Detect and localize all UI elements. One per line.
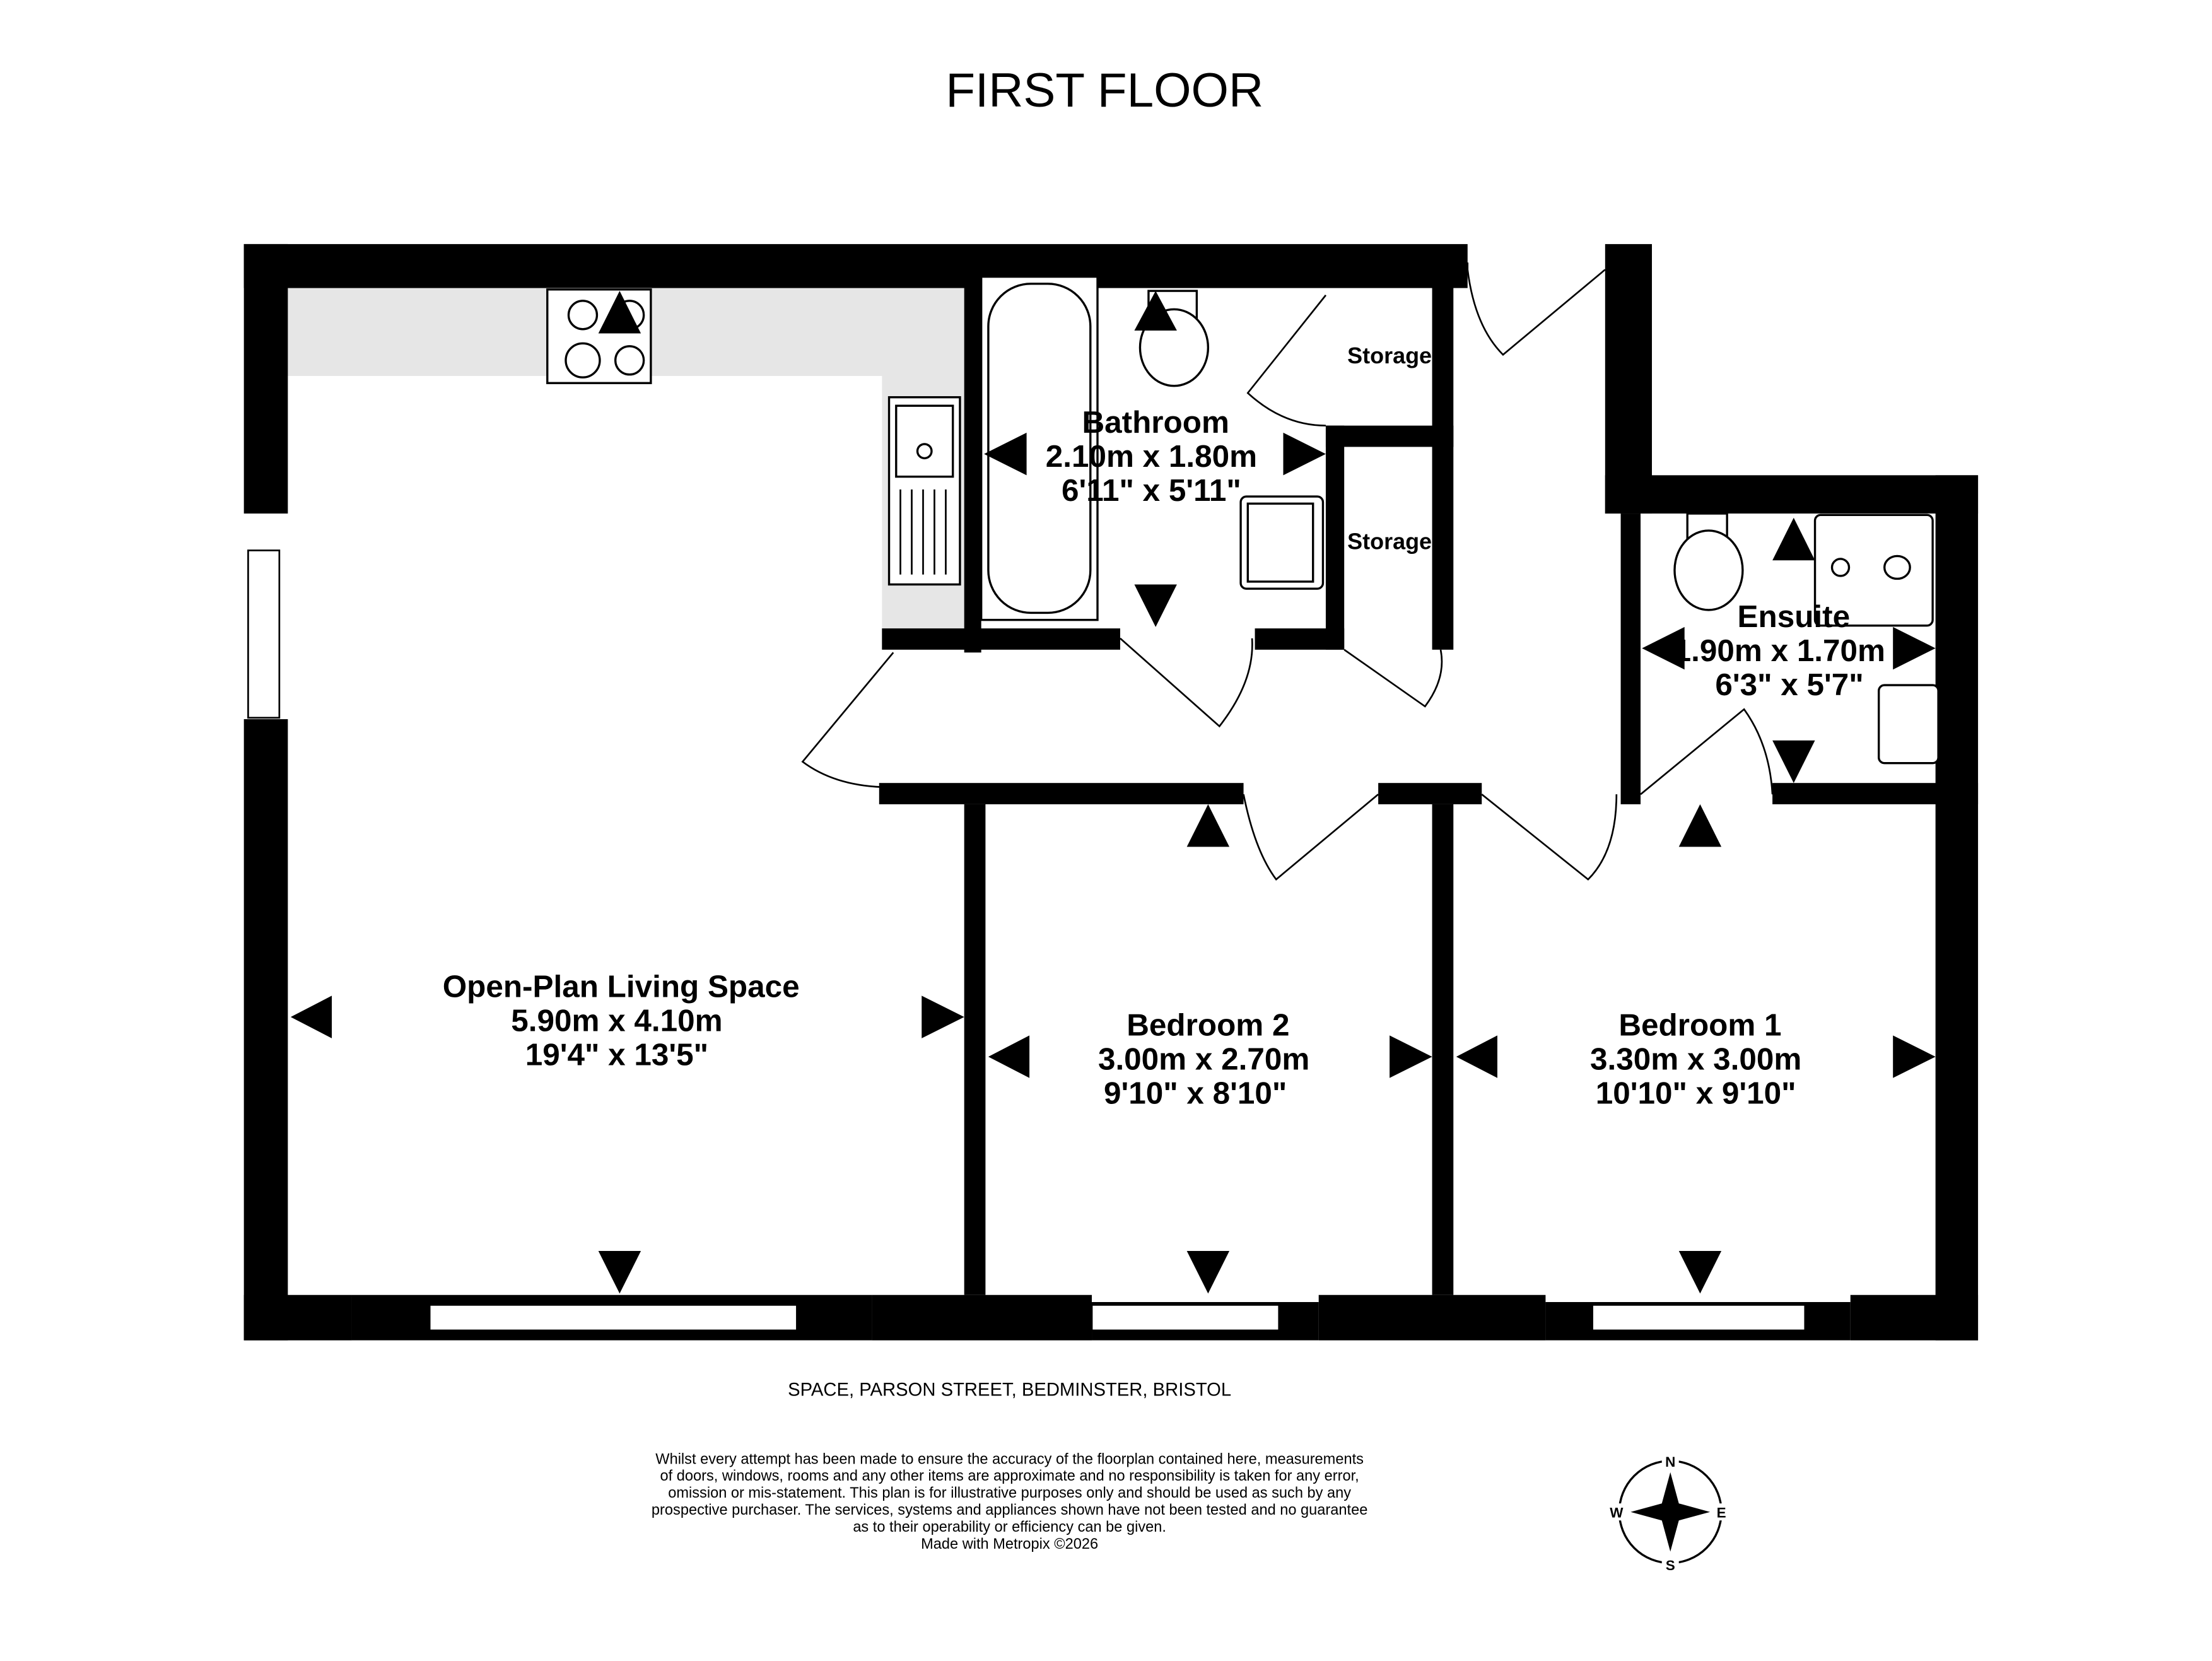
room-bedroom1: Bedroom 1 3.30m x 3.00m 10'10" x 9'10": [1590, 1007, 1801, 1110]
svg-text:Bedroom 1: Bedroom 1: [1618, 1007, 1781, 1042]
svg-text:as to their operability or eff: as to their operability or efficiency ca…: [853, 1519, 1166, 1535]
room-storage-1: Storage: [1347, 343, 1432, 368]
basin-icon: [1239, 495, 1325, 590]
compass-icon: N S W E: [1608, 1452, 1730, 1573]
kitchen-sink-icon: [887, 396, 961, 586]
svg-text:S: S: [1666, 1558, 1675, 1573]
hob-icon: [546, 288, 652, 384]
svg-text:3.00m x 2.70m: 3.00m x 2.70m: [1098, 1042, 1309, 1076]
svg-text:6'11" x 5'11": 6'11" x 5'11": [1062, 473, 1241, 508]
dimension-arrows: [290, 291, 1936, 1294]
svg-text:1.90m x 1.70m: 1.90m x 1.70m: [1674, 633, 1885, 668]
ensuite-basin-icon: [1878, 684, 1940, 765]
disclaimer: Whilst every attempt has been made to en…: [652, 1451, 1367, 1552]
svg-text:Made with Metropix ©2026: Made with Metropix ©2026: [921, 1536, 1098, 1552]
room-bedroom2: Bedroom 2 3.00m x 2.70m 9'10" x 8'10": [1098, 1007, 1309, 1110]
svg-text:6'3" x 5'7": 6'3" x 5'7": [1715, 667, 1863, 702]
svg-text:Bathroom: Bathroom: [1082, 405, 1229, 440]
svg-text:Whilst every attempt has been: Whilst every attempt has been made to en…: [655, 1451, 1364, 1467]
svg-text:E: E: [1717, 1505, 1726, 1521]
address: SPACE, PARSON STREET, BEDMINSTER, BRISTO…: [788, 1380, 1231, 1400]
ensuite-toilet-icon: [1673, 512, 1744, 611]
svg-text:5.90m x 4.10m: 5.90m x 4.10m: [511, 1004, 722, 1038]
shower-icon: [1813, 514, 1934, 627]
svg-text:W: W: [1610, 1505, 1624, 1521]
room-living: Open-Plan Living Space 5.90m x 4.10m 19'…: [443, 970, 800, 1072]
walls: [243, 244, 1979, 1341]
svg-text:of doors, windows, rooms and a: of doors, windows, rooms and any other i…: [660, 1468, 1359, 1484]
room-ensuite: Ensuite 1.90m x 1.70m 6'3" x 5'7": [1674, 599, 1885, 702]
svg-text:3.30m x 3.00m: 3.30m x 3.00m: [1590, 1042, 1801, 1076]
doors: [801, 262, 1774, 881]
svg-text:Ensuite: Ensuite: [1738, 599, 1851, 634]
svg-text:omission or mis-statement. Thi: omission or mis-statement. This plan is …: [668, 1485, 1351, 1501]
svg-text:2.10m x 1.80m: 2.10m x 1.80m: [1046, 439, 1257, 474]
svg-text:9'10" x 8'10": 9'10" x 8'10": [1104, 1076, 1287, 1110]
svg-text:Open-Plan Living Space: Open-Plan Living Space: [443, 970, 800, 1004]
svg-text:Bedroom 2: Bedroom 2: [1126, 1007, 1289, 1042]
windows: [247, 549, 1851, 1341]
svg-text:19'4" x 13'5": 19'4" x 13'5": [525, 1038, 708, 1072]
room-storage-2: Storage: [1347, 528, 1432, 554]
svg-text:prospective purchaser. The ser: prospective purchaser. The services, sys…: [652, 1502, 1367, 1518]
floor-title: FIRST FLOOR: [945, 64, 1263, 117]
svg-text:10'10" x 9'10": 10'10" x 9'10": [1596, 1076, 1796, 1110]
room-bathroom: Bathroom 2.10m x 1.80m 6'11" x 5'11": [1046, 405, 1257, 508]
svg-text:N: N: [1665, 1454, 1675, 1470]
